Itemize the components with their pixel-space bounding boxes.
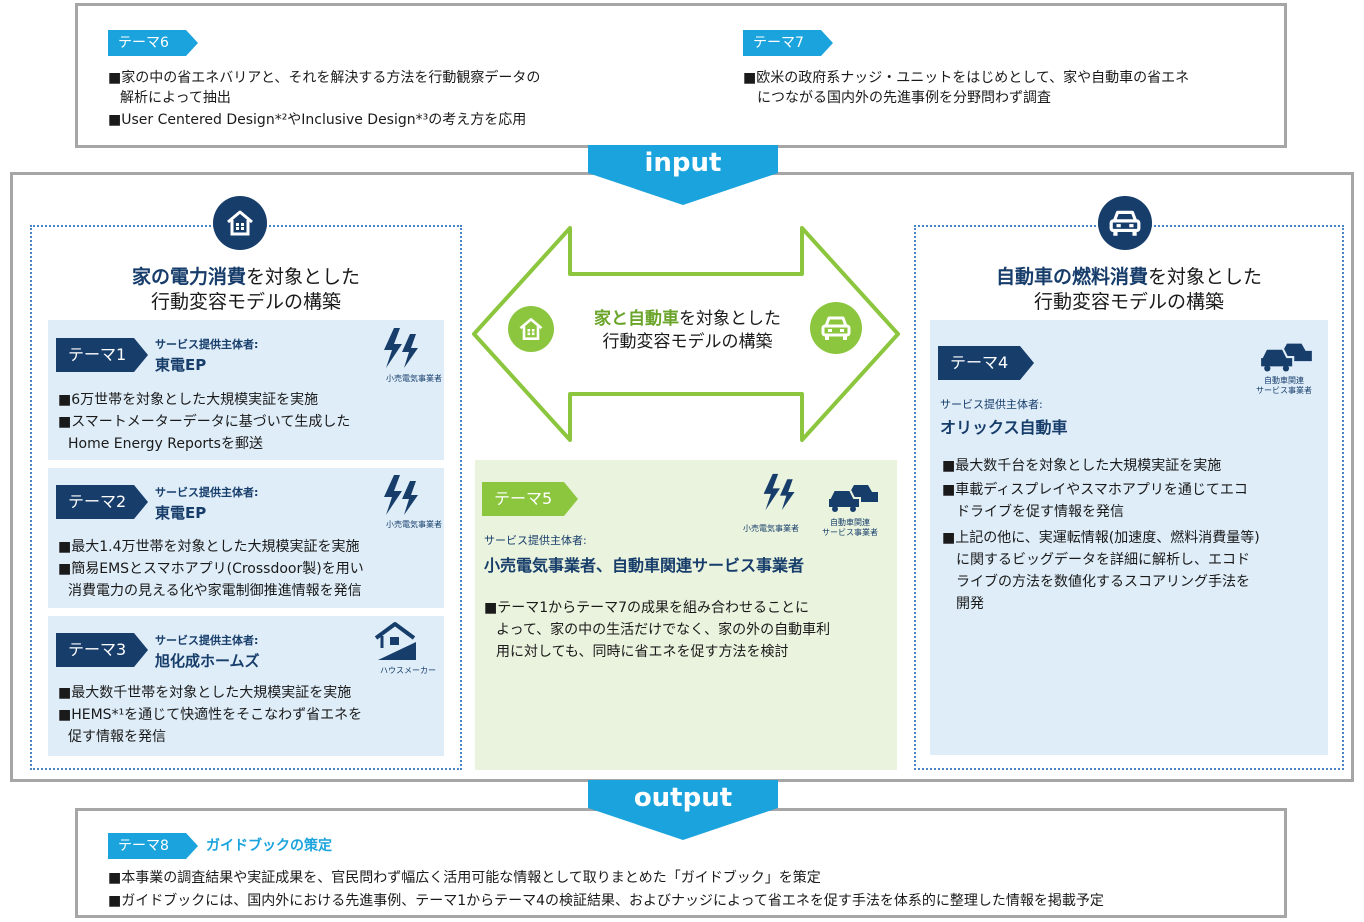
center-heading-rest: を対象とした xyxy=(679,309,781,329)
theme8-title: ガイドブックの策定 xyxy=(206,838,332,854)
center-car-icon-circle xyxy=(810,302,862,354)
house-icon-circle xyxy=(213,196,267,250)
house-heading-rest: を対象とした xyxy=(246,266,361,288)
theme1-line1: ■6万世帯を対象とした大規模実証を実施 xyxy=(58,392,319,408)
theme7-line1: ■欧米の政府系ナッジ・ユニットをはじめとして、家や自動車の省エネ xyxy=(743,70,1190,86)
theme3-provider-label: サービス提供主体者: xyxy=(155,634,259,647)
theme2-line3: 消費電力の見える化や家電制御推進情報を発信 xyxy=(68,583,362,599)
theme4-line4: ■上記の他に、実運転情報(加速度、燃料消費量等) xyxy=(942,530,1260,546)
theme3-line2: ■HEMS*¹を通じて快適性をそこなわず省エネを xyxy=(58,707,363,723)
theme5-provider-label: サービス提供主体者: xyxy=(484,534,587,547)
theme5-icon-caption-b1: 自動車関連 xyxy=(830,518,870,527)
theme4-line6: ライブの方法を数値化するスコアリング手法を xyxy=(956,574,1250,590)
cars-icon xyxy=(827,485,878,512)
center-heading-line2: 行動変容モデルの構築 xyxy=(602,332,773,352)
theme3-provider: 旭化成ホームズ xyxy=(155,652,260,670)
house-heading-em: 家の電力消費 xyxy=(131,266,246,288)
theme5-icon-caption-a: 小売電気事業者 xyxy=(743,524,799,533)
top-input-box xyxy=(75,3,1287,148)
theme2-line2: ■簡易EMSとスマホアプリ(Crossdoor製)を用い xyxy=(58,561,364,577)
lightning-icon xyxy=(384,328,418,368)
theme7-tag: テーマ7 xyxy=(743,30,833,56)
theme6-line1: ■家の中の省エネバリアと、それを解決する方法を行動観察データの xyxy=(108,70,541,86)
theme4-provider: オリックス自動車 xyxy=(940,418,1068,437)
output-label: output xyxy=(633,783,733,813)
theme6-tag: テーマ6 xyxy=(108,30,198,56)
theme2-provider: 東電EP xyxy=(155,504,207,522)
center-heading-em: 家と自動車 xyxy=(594,309,679,329)
center-house-icon-circle xyxy=(508,306,554,352)
house-icon xyxy=(519,318,543,340)
theme4-provider-label: サービス提供主体者: xyxy=(940,398,1043,411)
theme4-line3: ドライブを促す情報を発信 xyxy=(956,504,1124,520)
theme4-line1: ■最大数千台を対象とした大規模実証を実施 xyxy=(942,458,1222,474)
theme1-icon-caption: 小売電気事業者 xyxy=(386,374,442,383)
theme6-line2: 解析によって抽出 xyxy=(120,90,231,106)
lightning-icon xyxy=(763,473,795,511)
house-heading-line2: 行動変容モデルの構築 xyxy=(150,291,341,313)
theme3-line1: ■最大数千世帯を対象とした大規模実証を実施 xyxy=(58,685,352,701)
theme5-line2: よって、家の中の生活だけでなく、家の外の自動車利 xyxy=(496,622,831,638)
car-icon xyxy=(1109,210,1141,236)
theme5-line1: ■テーマ1からテーマ7の成果を組み合わせることに xyxy=(484,600,810,616)
theme6-line3: ■User Centered Design*²やInclusive Design… xyxy=(108,112,527,128)
theme7-line2: につながる国内外の先進事例を分野問わず調査 xyxy=(757,90,1051,106)
car-icon xyxy=(821,316,851,340)
input-label: input xyxy=(644,148,722,178)
house-heading: 家の電力消費を対象とした 行動変容モデルの構築 xyxy=(30,265,462,315)
theme3-tag: テーマ3 xyxy=(56,633,148,667)
cars-icon xyxy=(1259,343,1312,372)
theme4-card xyxy=(930,320,1328,755)
input-arrow xyxy=(588,145,778,205)
theme5-icon-caption-b2: サービス事業者 xyxy=(822,528,878,537)
theme4-line5: に関するビッグデータを詳細に解析し、エコド xyxy=(956,552,1250,568)
theme3-line3: 促す情報を発信 xyxy=(68,729,166,745)
car-heading-rest: を対象とした xyxy=(1148,266,1263,288)
theme2-line1: ■最大1.4万世帯を対象とした大規模実証を実施 xyxy=(58,539,360,555)
car-heading-line2: 行動変容モデルの構築 xyxy=(1033,291,1224,313)
theme1-provider-label: サービス提供主体者: xyxy=(155,338,259,351)
theme2-icon-caption: 小売電気事業者 xyxy=(386,520,442,529)
theme1-provider: 東電EP xyxy=(155,356,207,374)
theme4-line2: ■車載ディスプレイやスマホアプリを通じてエコ xyxy=(942,482,1248,498)
theme5-provider: 小売電気事業者、自動車関連サービス事業者 xyxy=(484,556,805,575)
bottom-output-box xyxy=(75,808,1287,918)
car-icon-circle xyxy=(1098,196,1152,250)
double-arrow xyxy=(472,226,900,442)
theme2-provider-label: サービス提供主体者: xyxy=(155,486,259,499)
theme2-tag: テーマ2 xyxy=(56,485,148,519)
lightning-icon xyxy=(384,475,418,515)
car-heading: 自動車の燃料消費を対象とした 行動変容モデルの構築 xyxy=(914,265,1344,315)
theme5-line3: 用に対しても、同時に省エネを促す方法を検討 xyxy=(496,644,789,660)
theme4-icon-caption-2: サービス事業者 xyxy=(1256,386,1312,395)
house-icon xyxy=(227,210,253,236)
theme3-icon-caption: ハウスメーカー xyxy=(380,666,436,675)
theme4-line7: 開発 xyxy=(956,596,984,612)
theme1-line3: Home Energy Reportsを郵送 xyxy=(68,436,263,452)
center-heading: 家と自動車を対象とした 行動変容モデルの構築 xyxy=(570,308,805,354)
theme8-line2: ■ガイドブックには、国内外における先進事例、テーマ1からテーマ4の検証結果、およ… xyxy=(108,893,1104,909)
theme5-tag: テーマ5 xyxy=(482,482,578,516)
house-maker-icon xyxy=(374,622,416,660)
theme1-line2: ■スマートメーターデータに基づいて生成した xyxy=(58,414,351,430)
theme4-icon-caption-1: 自動車関連 xyxy=(1264,376,1304,385)
output-arrow xyxy=(588,780,778,840)
theme8-tag: テーマ8 xyxy=(108,833,198,859)
theme1-tag: テーマ1 xyxy=(56,338,148,372)
theme4-tag: テーマ4 xyxy=(938,346,1034,380)
theme8-line1: ■本事業の調査結果や実証成果を、官民問わず幅広く活用可能な情報として取りまとめた… xyxy=(108,870,821,886)
car-heading-em: 自動車の燃料消費 xyxy=(995,266,1148,288)
